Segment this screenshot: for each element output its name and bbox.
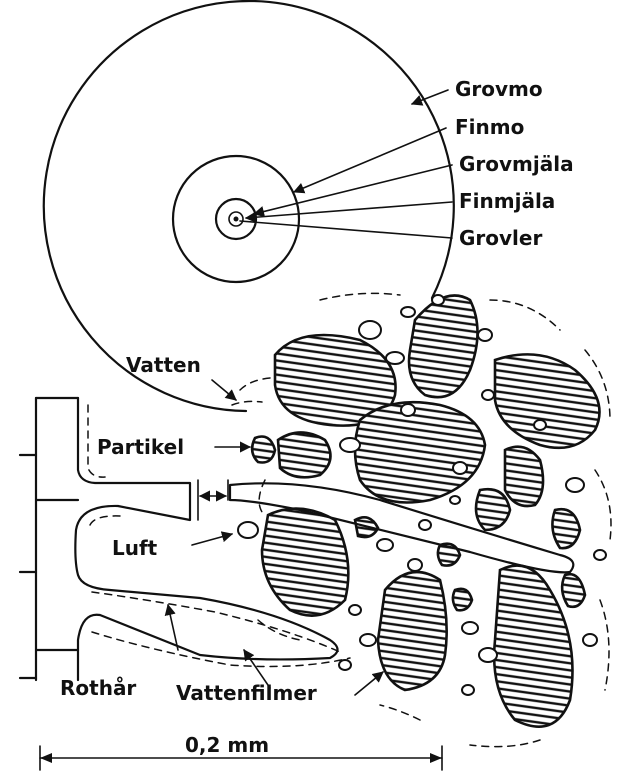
label-grovler: Grovler <box>459 226 542 250</box>
gap-indicator <box>198 480 228 520</box>
label-vattenfilmer: Vattenfilmer <box>176 681 317 705</box>
finmjala-arrow <box>246 202 452 218</box>
label-finmjala: Finmjäla <box>459 189 555 213</box>
label-grovmo: Grovmo <box>455 77 543 101</box>
label-scale: 0,2 mm <box>185 733 269 757</box>
luft-arrow <box>192 534 232 545</box>
label-grovmjala: Grovmjäla <box>459 152 574 176</box>
label-vatten: Vatten <box>126 353 201 377</box>
label-luft: Luft <box>112 536 158 560</box>
grovler-dot <box>234 217 239 222</box>
label-partikel: Partikel <box>97 435 184 459</box>
grovler-arrow <box>240 221 452 238</box>
label-finmo: Finmo <box>455 115 524 139</box>
grovmjala-arrow <box>254 165 452 214</box>
vattenfilmer-arrow-right <box>355 672 383 695</box>
size-leader-lines <box>240 90 452 238</box>
label-rothar: Rothår <box>60 676 136 700</box>
grovmo-arrow <box>412 90 448 104</box>
finmo-arrow <box>294 128 446 192</box>
vatten-arrow <box>212 380 236 400</box>
